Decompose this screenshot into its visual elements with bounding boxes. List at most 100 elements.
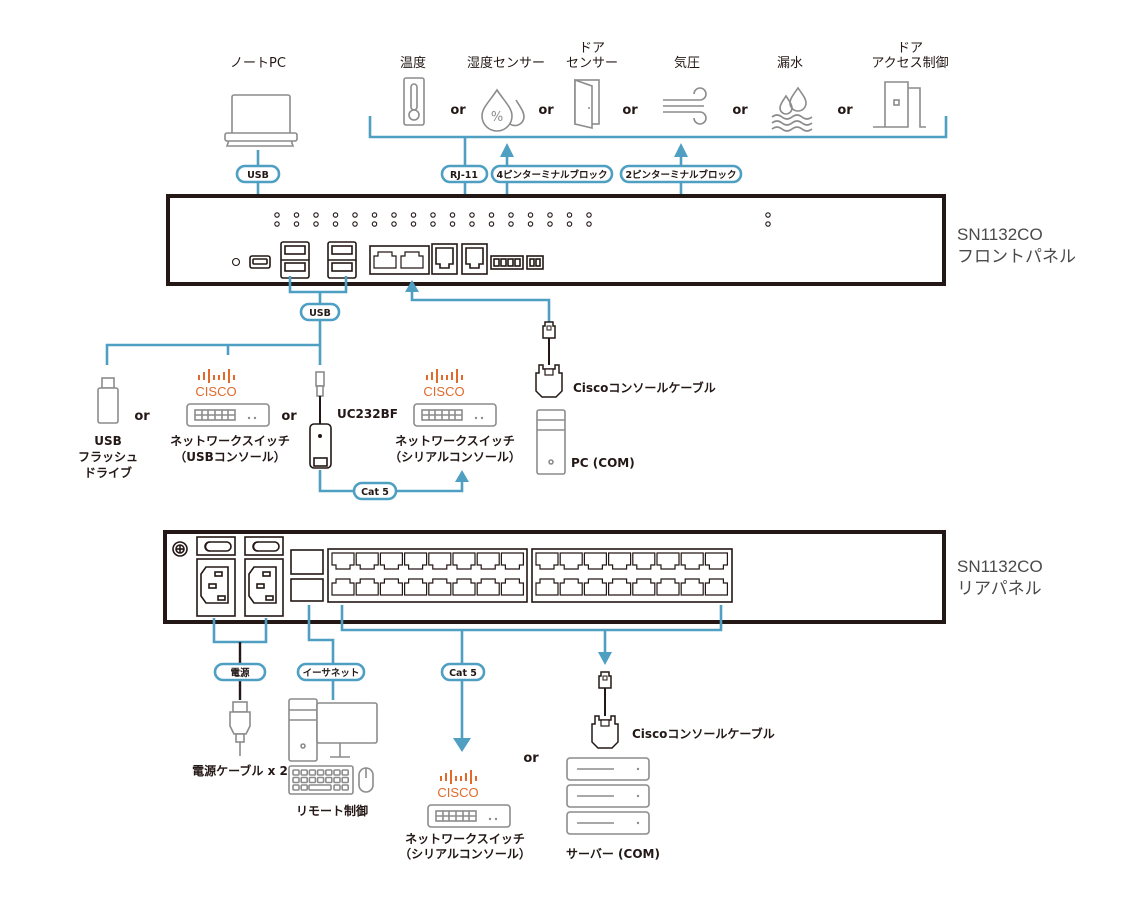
key: [300, 769, 309, 776]
power-inlet-2: [244, 558, 284, 617]
switch-label-1: ネットワークスイッチ: [170, 434, 290, 448]
led: [313, 212, 319, 218]
cisco-brand: CISCO: [423, 384, 464, 399]
wind-icon: [663, 87, 707, 125]
led: [765, 212, 771, 218]
hdmi-port: [249, 255, 271, 269]
led: [488, 212, 495, 218]
arrow-up-icon: [455, 470, 469, 482]
sensor-label-line1: ドア: [579, 41, 605, 56]
cisco-logo-icon: [426, 369, 463, 383]
led: [352, 221, 358, 227]
pc-com: PC (COM): [536, 409, 635, 475]
rear-panel-model: SN1132CO: [957, 557, 1043, 576]
pill-text: 4ピンターミナルブロック: [496, 169, 607, 181]
led: [469, 221, 475, 227]
door-access-icon: [873, 81, 926, 128]
key: [308, 769, 317, 776]
uc232bf-adapter: UC232BF: [309, 371, 398, 469]
key: [300, 776, 309, 784]
key: [316, 776, 325, 784]
key: [292, 776, 300, 784]
power-plug-icon: [229, 701, 251, 756]
rj45-plug-icon: [598, 671, 612, 689]
or-text: or: [523, 751, 539, 766]
usb-flash-label-2: フラッシュ: [78, 450, 138, 464]
cisco-logo-icon: [440, 770, 477, 784]
svg-text:%: %: [491, 110, 503, 125]
cisco-switch-usb: CISCO or ネットワークスイッチ （USBコンソール）: [170, 369, 297, 464]
usb-pill-front: USB: [299, 302, 341, 322]
rj11-pill: RJ-11: [440, 164, 489, 184]
water-leak-icon: [771, 86, 813, 132]
sensor-label: 気圧: [674, 55, 700, 71]
pin4-pill: 4ピンターミナルブロック: [490, 164, 614, 184]
console-line: [410, 290, 551, 322]
lan-port-2: [290, 578, 324, 602]
led: [586, 212, 592, 218]
spacebar: [308, 784, 332, 791]
led: [274, 221, 280, 227]
sensor-label: 漏水: [777, 55, 803, 71]
remote-control-label: リモート制御: [296, 803, 368, 818]
arrow-down-icon: [453, 738, 471, 752]
led: [449, 212, 456, 218]
humidity-icon: %: [481, 88, 525, 132]
cisco-switch-serial-rear: CISCO ネットワークスイッチ （シリアルコンソール）: [399, 770, 531, 861]
led: [410, 212, 417, 218]
front-panel-name: フロントパネル: [957, 247, 1076, 266]
led: [352, 212, 358, 218]
cisco-brand: CISCO: [195, 384, 236, 399]
pc-com-label: PC (COM): [571, 456, 635, 470]
or-text: or: [134, 409, 150, 424]
pill-text: Cat 5: [449, 668, 477, 679]
led: [488, 221, 495, 227]
led: [293, 212, 300, 218]
led: [586, 221, 592, 227]
sensor-bus-line: [368, 116, 948, 139]
usb-split-line: [288, 276, 348, 294]
led: [547, 221, 553, 227]
led: [765, 221, 771, 227]
cat5-pill-front: Cat 5: [352, 481, 398, 501]
usb-flash-label-1: USB: [94, 434, 122, 448]
switch-label-1: ネットワークスイッチ: [395, 434, 515, 448]
rj11-port-2: [461, 243, 488, 275]
switch-label-1: ネットワークスイッチ: [405, 832, 525, 846]
cisco-switch-serial-front: CISCO ネットワークスイッチ （シリアルコンソール）: [389, 369, 521, 464]
key: [316, 769, 325, 776]
key: [341, 784, 350, 791]
sensor-label: 湿度センサー: [467, 55, 545, 71]
led: [566, 221, 573, 227]
usb-port-pair-1: [280, 241, 310, 279]
or-text: or: [837, 103, 853, 118]
cisco-brand: CISCO: [437, 785, 478, 800]
console-cable-front: Ciscoコンソールケーブル: [535, 321, 716, 398]
led: [527, 221, 534, 227]
power-switch-1[interactable]: [196, 536, 236, 556]
console-cable-label: Ciscoコンソールケーブル: [573, 380, 716, 395]
pin2-pill: 2ピンターミナルブロック: [619, 164, 743, 184]
network-switch-icon: [186, 403, 270, 427]
led: [371, 221, 378, 227]
server-icon: [566, 757, 650, 835]
laptop-group: ノートPC: [224, 56, 298, 147]
server-com: サーバー (COM): [566, 757, 660, 861]
reset-button[interactable]: [231, 257, 241, 267]
lan-port-1: [290, 549, 324, 575]
front-panel-model: SN1132CO: [957, 225, 1043, 244]
arrow-down-icon: [598, 652, 612, 665]
usb-pill-top: USB: [235, 164, 281, 184]
power-switch-2[interactable]: [244, 536, 284, 556]
console-cable-rear: Ciscoコンソールケーブル: [591, 671, 775, 749]
serial-bus-line: [340, 605, 723, 632]
terminal-block-2pin: [526, 255, 544, 270]
led: [527, 212, 534, 218]
switch-label-2: （シリアルコンソール）: [389, 449, 521, 464]
pill-text: イーサネット: [303, 668, 360, 679]
key: [308, 776, 317, 784]
arrow-up-icon: [674, 143, 688, 157]
pill-text: USB: [309, 308, 331, 319]
key: [341, 769, 350, 776]
